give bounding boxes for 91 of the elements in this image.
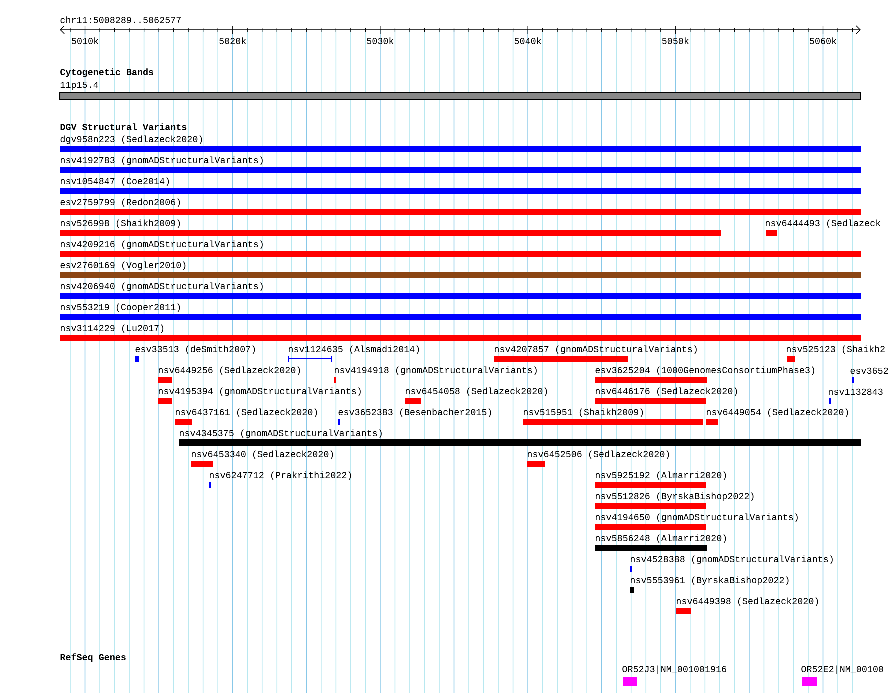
variant-bar: nsv4209216 (gnomADStructuralVariants) xyxy=(60,240,861,257)
variant-bar: nsv4195394 (gnomADStructuralVariants) xyxy=(158,388,361,404)
band-bar: 11p15.4 xyxy=(60,82,862,100)
node-label: nsv4195394 (gnomADStructuralVariants) xyxy=(159,388,361,396)
tick-label: 5010k xyxy=(72,38,99,44)
variant-bar: nsv6452506 (Sedlazeck2020) xyxy=(527,450,670,467)
node-label: nsv5553961 (ByrskaBishop2022) xyxy=(631,576,789,586)
node-label: nsv4194650 (gnomADStructuralVariants) xyxy=(596,514,798,522)
variant-bar: esv33513 (deSmith2007) xyxy=(135,346,256,362)
node-label: esv3625204 (1000GenomesConsortiumPhase3) xyxy=(596,366,814,376)
variant-bar: nsv6449054 (Sedlazeck2020) xyxy=(706,408,848,425)
node-label: nsv4192783 (gnomADStructuralVariants) xyxy=(61,156,263,166)
node-label: esv33513 (deSmith2007) xyxy=(136,346,256,354)
node-label: nsv6437161 (Sedlazeck2020) xyxy=(176,408,318,418)
gene-bar: OR52E2|NM_00100 xyxy=(802,666,884,686)
node-label: nsv5856248 (Almarri2020) xyxy=(596,534,726,544)
node-label: nsv6247712 (Prakrithi2022) xyxy=(210,472,352,480)
node-label: nsv4194918 (gnomADStructuralVariants) xyxy=(335,366,537,376)
variant-bar: nsv4345375 (gnomADStructuralVariants) xyxy=(179,430,861,446)
node-label: nsv6446176 (Sedlazeck2020) xyxy=(596,388,738,396)
variant-bar: nsv515951 (Shaikh2009) xyxy=(523,408,703,425)
variant-bar: esv2759799 (Redon2006) xyxy=(60,198,861,215)
track-title: Cytogenetic Bands xyxy=(60,68,154,78)
node-label: nsv6449398 (Sedlazeck2020) xyxy=(677,598,818,606)
node-label: nsv6452506 (Sedlazeck2020) xyxy=(528,450,670,460)
variant-bar: nsv4528388 (gnomADStructuralVariants) xyxy=(630,556,833,572)
variant-bar: nsv5856248 (Almarri2020) xyxy=(595,534,726,551)
node-label: nsv4206940 (gnomADStructuralVariants) xyxy=(61,282,263,292)
node-label: nsv515951 (Shaikh2009) xyxy=(524,408,644,418)
variant-bar: nsv4194650 (gnomADStructuralVariants) xyxy=(595,514,798,530)
node-label: nsv6454058 (Sedlazeck2020) xyxy=(406,388,548,396)
node-label: OR52J3|NM_001001916 xyxy=(622,666,726,674)
node-label: nsv4345375 (gnomADStructuralVariants) xyxy=(180,430,382,438)
node-label: nsv525123 (Shaikh2 xyxy=(787,346,885,354)
node-label: nsv553219 (Cooper2011) xyxy=(61,304,180,312)
node-label: nsv4209216 (gnomADStructuralVariants) xyxy=(61,240,263,250)
node-label: nsv5925192 (Almarri2020) xyxy=(596,472,726,480)
node-label: nsv1132843 xyxy=(829,388,883,396)
tick-label: 5020k xyxy=(220,38,246,44)
variant-bar: dgv958n223 (Sedlazeck2020) xyxy=(60,136,861,152)
track-title: DGV Structural Variants xyxy=(60,124,187,130)
variant-bar: nsv4192783 (gnomADStructuralVariants) xyxy=(60,156,861,173)
variant-bar: nsv6454058 (Sedlazeck2020) xyxy=(405,388,548,404)
node-label: nsv6449054 (Sedlazeck2020) xyxy=(707,408,848,418)
variant-bar: nsv6446176 (Sedlazeck2020) xyxy=(595,388,738,404)
node-label: esv2759799 (Redon2006) xyxy=(60,198,180,208)
variant-bar: esv3652 xyxy=(850,368,888,383)
node-label: nsv6449256 (Sedlazeck2020) xyxy=(159,366,300,376)
variant-range: nsv1124635 (Alsmadi2014) xyxy=(288,346,420,362)
variant-bar: nsv6437161 (Sedlazeck2020) xyxy=(175,408,318,425)
variant-bar: nsv3114229 (Lu2017) xyxy=(60,324,861,341)
variant-bar: nsv5553961 (ByrskaBishop2022) xyxy=(630,576,789,593)
position-label: chr11:5008289..5062577 xyxy=(60,16,181,24)
variant-bar: nsv1132843 xyxy=(829,388,883,404)
gene-bar: OR52J3|NM_001001916 xyxy=(622,666,726,686)
variant-bar: nsv4207857 (gnomADStructuralVariants) xyxy=(494,346,697,362)
node-label: nsv526998 (Shaikh2009) xyxy=(61,220,180,228)
variant-bar: esv3625204 (1000GenomesConsortiumPhase3) xyxy=(595,366,814,383)
variant-bar: nsv4206940 (gnomADStructuralVariants) xyxy=(60,282,861,299)
node-label: nsv3114229 (Lu2017) xyxy=(61,324,164,334)
variant-bar: esv2760169 (Vogler2010) xyxy=(60,262,861,278)
node-label: 11p15.4 xyxy=(60,82,98,90)
variant-bar: nsv6449398 (Sedlazeck2020) xyxy=(676,598,818,614)
node-label: esv2760169 (Vogler2010) xyxy=(60,262,186,270)
variant-bar: nsv5925192 (Almarri2020) xyxy=(595,472,726,488)
node-label: dgv958n223 (Sedlazeck2020) xyxy=(60,136,202,144)
variant-bar: nsv525123 (Shaikh2 xyxy=(787,346,885,362)
variant-bar: nsv6453340 (Sedlazeck2020) xyxy=(191,450,334,467)
variant-bar: nsv6247712 (Prakrithi2022) xyxy=(209,472,352,488)
node-label: nsv4528388 (gnomADStructuralVariants) xyxy=(631,556,833,564)
track-title: RefSeq Genes xyxy=(60,654,126,662)
tick-label: 5030k xyxy=(367,38,394,44)
node-label: esv3652383 (Besenbacher2015) xyxy=(338,408,492,418)
variant-bar: nsv5512826 (ByrskaBishop2022) xyxy=(595,492,754,509)
tick-label: 5040k xyxy=(514,38,542,44)
variant-bar: nsv4194918 (gnomADStructuralVariants) xyxy=(334,366,537,383)
node-label: nsv4207857 (gnomADStructuralVariants) xyxy=(495,346,697,354)
node-label: nsv6453340 (Sedlazeck2020) xyxy=(192,450,334,460)
variant-bar: esv3652383 (Besenbacher2015) xyxy=(338,408,492,425)
variant-bar: nsv526998 (Shaikh2009) xyxy=(60,220,721,236)
variant-bar: nsv6444493 (Sedlazeck xyxy=(766,220,881,236)
node-label: OR52E2|NM_00100 xyxy=(802,666,884,674)
tick-label: 5060k xyxy=(810,38,837,44)
node-label: esv3652 xyxy=(850,368,888,374)
variant-bar: nsv553219 (Cooper2011) xyxy=(60,304,861,320)
variant-bar: nsv6449256 (Sedlazeck2020) xyxy=(158,366,300,383)
node-label: nsv6444493 (Sedlazeck xyxy=(766,220,881,228)
tick-label: 5050k xyxy=(662,38,689,44)
node-label: nsv5512826 (ByrskaBishop2022) xyxy=(596,492,754,502)
variant-bar: nsv1054847 (Coe2014) xyxy=(60,178,861,194)
node-label: nsv1054847 (Coe2014) xyxy=(61,178,170,186)
